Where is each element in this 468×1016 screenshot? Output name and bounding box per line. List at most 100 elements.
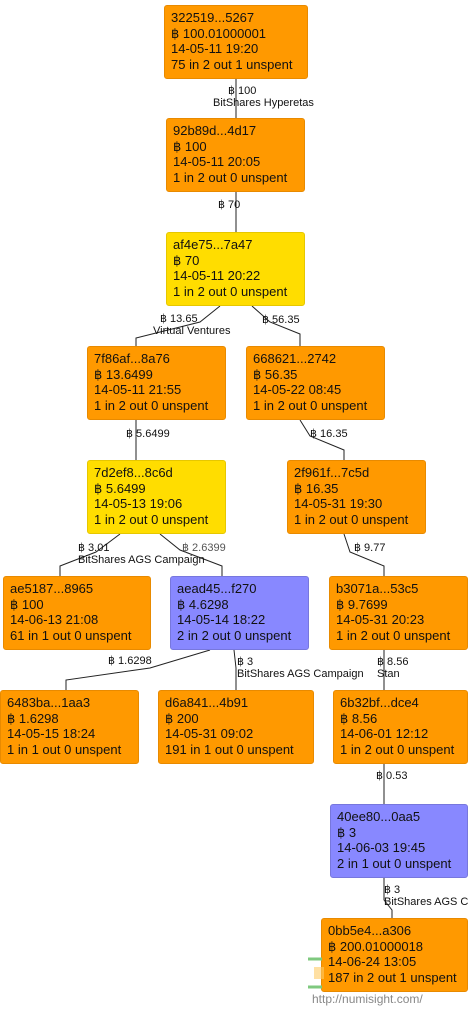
edge-line	[233, 649, 237, 690]
tx-node-aead45[interactable]: aead45...f270 ฿ 4.6298 14-05-14 18:22 2 …	[170, 576, 309, 650]
tx-node-2f961f[interactable]: 2f961f...7c5d ฿ 16.35 14-05-31 19:30 1 i…	[287, 460, 426, 534]
edge-line	[59, 533, 121, 576]
tx-node-6b32bf[interactable]: 6b32bf...dce4 ฿ 8.56 14-06-01 12:12 1 in…	[333, 690, 468, 764]
edge-amount: ฿ 3	[237, 656, 254, 668]
edge-amount: ฿ 56.35	[262, 314, 300, 326]
tx-node-b3071a[interactable]: b3071a...53c5 ฿ 9.7699 14-05-31 20:23 1 …	[329, 576, 468, 650]
edge-tag: BitShares AGS Ca	[384, 896, 468, 908]
edge-amount: ฿ 5.6499	[126, 428, 170, 440]
edge-label: ฿ 3 BitShares AGS Ca	[384, 884, 468, 908]
edge-line	[343, 533, 385, 576]
tx-node-d6a841[interactable]: d6a841...4b91 ฿ 200 14-05-31 09:02 191 i…	[158, 690, 314, 764]
edge-label: ฿ 5.6499	[126, 428, 170, 440]
tx-amount: ฿ 13.6499	[94, 366, 153, 382]
tx-io: 1 in 2 out 0 unspent	[253, 397, 368, 413]
edge-label: ฿ 13.65 Virtual Ventures	[153, 313, 230, 337]
tx-time: 14-05-31 09:02	[165, 726, 254, 741]
tx-node-92b89d[interactable]: 92b89d...4d17 ฿ 100 14-05-11 20:05 1 in …	[166, 118, 305, 192]
tx-io: 1 in 2 out 0 unspent	[173, 283, 288, 299]
edge-amount: ฿ 100	[228, 85, 257, 97]
tx-io: 1 in 2 out 0 unspent	[94, 397, 209, 413]
edge-line	[251, 305, 301, 346]
tx-io: 61 in 1 out 0 unspent	[10, 627, 132, 643]
edge-amount: ฿ 8.56	[377, 656, 409, 668]
tx-hash: b3071a...53c5	[336, 581, 419, 596]
edge-label: ฿ 3 BitShares AGS Campaign	[237, 656, 364, 680]
edge-line	[135, 305, 221, 346]
tx-hash: 7d2ef8...8c6d	[94, 465, 173, 480]
edge-tag: BitShares Hyperetas	[213, 97, 314, 109]
tx-amount: ฿ 100	[10, 596, 44, 612]
tx-amount: ฿ 1.6298	[7, 710, 59, 726]
edge-amount: ฿ 2.6399	[182, 542, 226, 554]
tx-time: 14-06-13 21:08	[10, 612, 99, 627]
tx-io: 1 in 2 out 0 unspent	[336, 627, 451, 643]
tx-hash: 2f961f...7c5d	[294, 465, 370, 480]
tx-hash: 40ee80...0aa5	[337, 809, 421, 824]
edge-label: ฿ 0.53	[376, 770, 407, 782]
tx-amount: ฿ 70	[173, 252, 200, 268]
tx-hash: 6483ba...1aa3	[7, 695, 91, 710]
edge-amount: ฿ 1.6298	[108, 655, 152, 667]
edge-line	[65, 649, 211, 690]
tx-hash: 668621...2742	[253, 351, 337, 366]
tx-time: 14-05-11 19:20	[171, 41, 259, 56]
edge-amount: ฿ 3.01	[78, 542, 110, 554]
tx-hash: 6b32bf...dce4	[340, 695, 419, 710]
tx-node-6483ba[interactable]: 6483ba...1aa3 ฿ 1.6298 14-05-15 18:24 1 …	[0, 690, 139, 764]
edge-tag: BitShares AGS Campaign	[78, 554, 205, 566]
edge-label: ฿ 8.56 Stan	[377, 656, 408, 680]
tx-time: 14-06-24 13:05	[328, 954, 417, 969]
tx-io: 1 in 2 out 0 unspent	[94, 511, 209, 527]
tx-node-40ee80[interactable]: 40ee80...0aa5 ฿ 3 14-06-03 19:45 2 in 1 …	[330, 804, 468, 878]
edge-tag: Virtual Ventures	[153, 325, 231, 337]
tx-amount: ฿ 16.35	[294, 480, 339, 496]
edge-amount: ฿ 16.35	[310, 428, 348, 440]
tx-amount: ฿ 100	[173, 138, 207, 154]
edge-line	[383, 878, 393, 918]
tx-amount: ฿ 9.7699	[336, 596, 388, 612]
edge-label: ฿ 16.35	[310, 428, 348, 440]
tx-amount: ฿ 5.6499	[94, 480, 146, 496]
tx-hash: 92b89d...4d17	[173, 123, 257, 138]
watermark-url[interactable]: http://numisight.com/	[312, 992, 423, 1006]
edge-amount: ฿ 0.53	[376, 770, 408, 782]
tx-io: 1 in 2 out 0 unspent	[340, 741, 455, 757]
tx-io: 187 in 2 out 1 unspent	[328, 969, 457, 985]
tx-amount: ฿ 200	[165, 710, 199, 726]
edge-label: ฿ 1.6298	[108, 655, 152, 667]
tx-time: 14-05-22 08:45	[253, 382, 342, 397]
tx-io: 2 in 2 out 0 unspent	[177, 627, 292, 643]
tx-time: 14-05-11 20:22	[173, 268, 261, 283]
edge-label: ฿ 2.6399	[182, 542, 226, 554]
tx-amount: ฿ 56.35	[253, 366, 298, 382]
tx-time: 14-05-11 21:55	[94, 382, 182, 397]
tx-node-668621[interactable]: 668621...2742 ฿ 56.35 14-05-22 08:45 1 i…	[246, 346, 385, 420]
edge-label: ฿ 100 BitShares Hyperetas	[213, 85, 314, 109]
tx-node-ae5187[interactable]: ae5187...8965 ฿ 100 14-06-13 21:08 61 in…	[3, 576, 151, 650]
tx-node-322519[interactable]: 322519...5267 ฿ 100.01000001 14-05-11 19…	[164, 5, 308, 79]
tx-hash: 322519...5267	[171, 10, 255, 25]
tx-node-0bb5e4[interactable]: 0bb5e4...a306 ฿ 200.01000018 14-06-24 13…	[321, 918, 468, 992]
tx-amount: ฿ 100.01000001	[171, 25, 267, 41]
tx-io: 1 in 1 out 0 unspent	[7, 741, 122, 757]
tx-node-af4e75[interactable]: af4e75...7a47 ฿ 70 14-05-11 20:22 1 in 2…	[166, 232, 305, 306]
tx-hash: aead45...f270	[177, 581, 257, 596]
numisight-logo-icon	[308, 957, 324, 989]
tx-amount: ฿ 4.6298	[177, 596, 229, 612]
tx-node-7f86af[interactable]: 7f86af...8a76 ฿ 13.6499 14-05-11 21:55 1…	[87, 346, 226, 420]
edge-line	[299, 419, 345, 460]
tx-amount: ฿ 3	[337, 824, 357, 840]
tx-time: 14-05-11 20:05	[173, 154, 261, 169]
tx-hash: 7f86af...8a76	[94, 351, 170, 366]
edge-amount: ฿ 70	[218, 199, 241, 211]
edge-label: ฿ 9.77	[354, 542, 385, 554]
tx-time: 14-06-03 19:45	[337, 840, 426, 855]
edge-label: ฿ 56.35	[262, 314, 300, 326]
tx-io: 1 in 2 out 0 unspent	[294, 511, 409, 527]
tx-node-7d2ef8[interactable]: 7d2ef8...8c6d ฿ 5.6499 14-05-13 19:06 1 …	[87, 460, 226, 534]
edge-amount: ฿ 13.65	[160, 313, 198, 325]
tx-time: 14-05-13 19:06	[94, 496, 183, 511]
edge-amount: ฿ 9.77	[354, 542, 386, 554]
